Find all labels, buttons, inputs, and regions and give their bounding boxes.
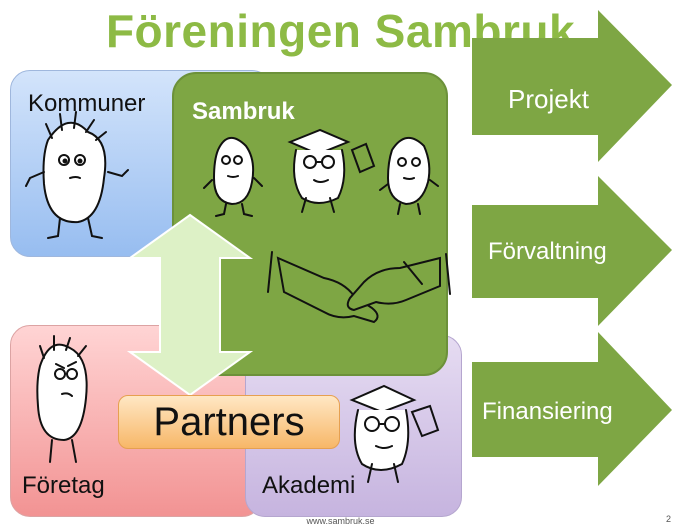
handshake-icon bbox=[267, 251, 451, 324]
page-number: 2 bbox=[666, 514, 672, 524]
partners-label: Partners bbox=[118, 395, 340, 449]
arrow-projekt bbox=[472, 10, 672, 162]
footer-url: www.sambruk.se bbox=[306, 516, 375, 526]
kommuner-label: Kommuner bbox=[28, 90, 146, 117]
sambruk-label: Sambruk bbox=[192, 98, 295, 125]
graduate-person-icon bbox=[349, 384, 440, 483]
cartoon-person-icon bbox=[203, 137, 263, 217]
arrow-label-forvaltning: Förvaltning bbox=[488, 238, 607, 265]
double-arrow-icon bbox=[126, 213, 254, 397]
akademi-label: Akademi bbox=[262, 472, 356, 499]
cartoon-person-icon bbox=[36, 335, 88, 463]
cartoon-person-icon bbox=[25, 111, 129, 239]
cartoon-person-icon bbox=[379, 137, 439, 215]
foretag-label: Företag bbox=[22, 472, 105, 499]
arrow-finansiering bbox=[472, 332, 672, 486]
arrow-label-projekt: Projekt bbox=[508, 84, 589, 114]
graduate-person-icon bbox=[287, 128, 376, 213]
arrow-forvaltning bbox=[472, 176, 672, 326]
arrow-label-finansiering: Finansiering bbox=[482, 398, 613, 425]
